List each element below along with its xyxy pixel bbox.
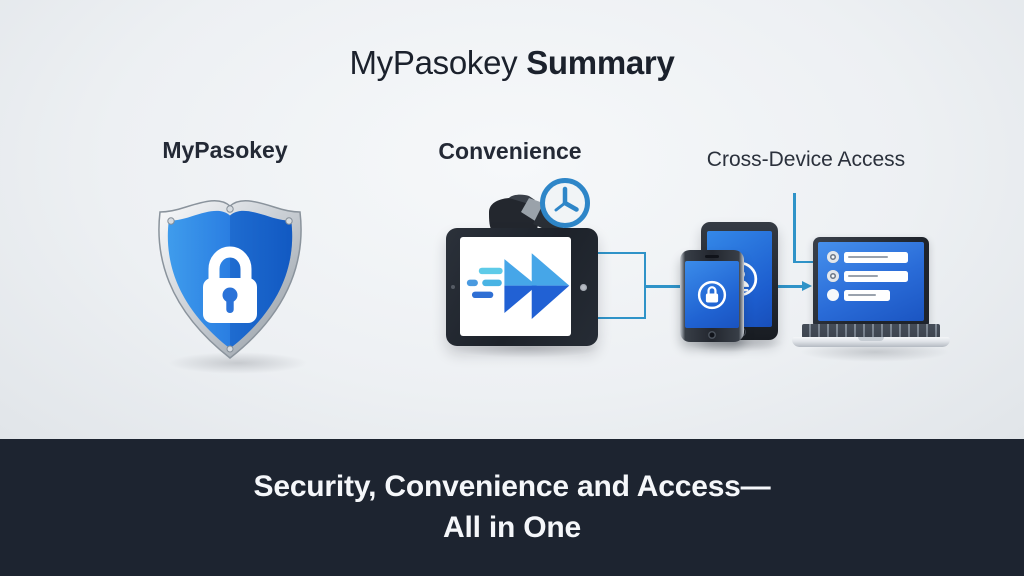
field-icon-circle <box>827 270 839 282</box>
column-heading-convenience: Convenience <box>438 138 582 164</box>
phone-small-home-button <box>708 331 716 339</box>
laptop-keyboard <box>802 324 940 338</box>
login-field-row <box>827 289 924 301</box>
field-placeholder-bar <box>848 274 878 277</box>
clock-icon <box>540 178 590 228</box>
connector-box <box>594 252 646 319</box>
phone-small-speaker <box>705 255 719 258</box>
laptop-shadow <box>800 342 950 362</box>
phone-small-screen <box>685 261 739 328</box>
login-input-field <box>844 251 908 263</box>
shield-shadow <box>168 352 308 374</box>
field-icon-circle <box>827 251 839 263</box>
laptop-screen-login-form <box>818 242 924 321</box>
page-title-prefix: MyPasokey <box>349 44 518 81</box>
tablet-camera-dot <box>580 283 587 291</box>
login-field-row <box>827 251 924 263</box>
connector-vertical-line <box>793 193 796 263</box>
laptop-base <box>792 337 950 347</box>
phone-small-device <box>680 250 744 342</box>
tablet-device <box>446 228 598 346</box>
page-title-emphasis: Summary <box>526 44 675 81</box>
field-placeholder-bar <box>848 293 876 296</box>
laptop-device <box>792 237 950 349</box>
lock-glyph <box>203 246 257 323</box>
fast-forward-icon <box>466 253 570 319</box>
column-heading-mypasokey: MyPasokey <box>162 137 288 163</box>
shield-lock-icon <box>158 200 302 359</box>
login-input-field <box>844 270 908 282</box>
arrow-tablet-to-phone <box>644 280 691 291</box>
page-title: MyPasokey Summary <box>0 44 1024 82</box>
tablet-screen <box>460 237 571 336</box>
field-icon-circle <box>827 289 839 301</box>
footer-line-1: Security, Convenience and Access— <box>253 470 771 503</box>
tablet-button-dot <box>451 285 455 289</box>
login-input-field <box>844 289 890 301</box>
footer-band: Security, Convenience and Access— All in… <box>0 439 1024 576</box>
arrowhead-icon <box>802 280 812 291</box>
footer-tagline: Security, Convenience and Access— All in… <box>0 466 1024 548</box>
arrow-phone-to-laptop <box>763 280 812 291</box>
lock-circle-icon <box>697 280 727 309</box>
laptop-lid-notch <box>858 337 884 341</box>
laptop-lid <box>813 237 929 326</box>
login-field-row <box>827 270 924 282</box>
footer-line-2: All in One <box>442 511 581 545</box>
connector-horizontal-line <box>793 260 820 263</box>
column-heading-cross-device: Cross-Device Access <box>706 148 906 171</box>
field-placeholder-bar <box>848 255 888 258</box>
